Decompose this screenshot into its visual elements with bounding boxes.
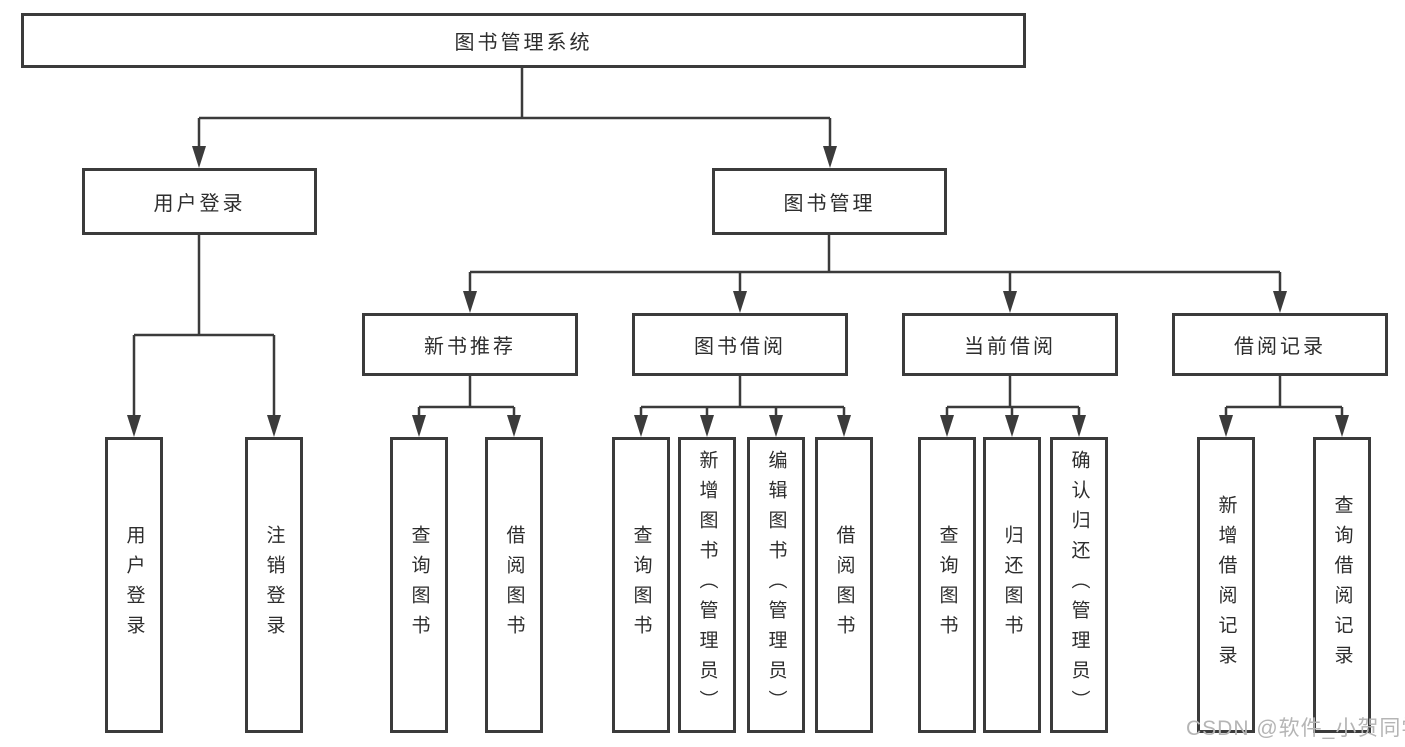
node-borrow-records: 借阅记录 (1172, 313, 1388, 376)
node-label: 确认归还（管理员） (1068, 450, 1090, 720)
node-current-borrowing: 当前借阅 (902, 313, 1118, 376)
node-label: 用户登录 (123, 525, 145, 645)
node-label: 当前借阅 (964, 336, 1056, 358)
node-label: 借阅记录 (1234, 336, 1326, 358)
node-label: 图书管理 (783, 193, 876, 215)
node-book-borrowing: 图书借阅 (632, 313, 848, 376)
leaf-query-borrow-record: 查询借阅记录 (1313, 437, 1371, 733)
node-label: 新书推荐 (424, 336, 516, 358)
leaf-add-book-admin: 新增图书（管理员） (678, 437, 736, 733)
leaf-user-login: 用户登录 (105, 437, 163, 733)
node-label: 新增图书（管理员） (696, 450, 718, 720)
leaf-add-borrow-record: 新增借阅记录 (1197, 437, 1255, 733)
leaf-borrow-books: 借阅图书 (815, 437, 873, 733)
leaf-edit-book-admin: 编辑图书（管理员） (747, 437, 805, 733)
leaf-query-books-borrowing: 查询图书 (612, 437, 670, 733)
node-label: 查询图书 (408, 525, 430, 645)
node-label: 查询图书 (936, 525, 958, 645)
node-label: 查询借阅记录 (1331, 495, 1353, 675)
leaf-return-books: 归还图书 (983, 437, 1041, 733)
node-library-system: 图书管理系统 (21, 13, 1026, 68)
node-user-login: 用户登录 (82, 168, 317, 235)
leaf-confirm-return-admin: 确认归还（管理员） (1050, 437, 1108, 733)
node-label: 编辑图书（管理员） (765, 450, 787, 720)
node-label: 注销登录 (263, 525, 285, 645)
leaf-query-books-current: 查询图书 (918, 437, 976, 733)
node-book-management: 图书管理 (712, 168, 947, 235)
node-label: 新增借阅记录 (1215, 495, 1237, 675)
node-label: 图书借阅 (694, 336, 786, 358)
leaf-query-books-recommend: 查询图书 (390, 437, 448, 733)
csdn-watermark: CSDN @软件_小贺同学 (1186, 717, 1405, 740)
node-label: 借阅图书 (503, 525, 525, 645)
leaf-borrow-books-recommend: 借阅图书 (485, 437, 543, 733)
node-label: 图书管理系统 (454, 32, 593, 54)
node-label: 归还图书 (1001, 525, 1023, 645)
node-label: 借阅图书 (833, 525, 855, 645)
node-label: 用户登录 (153, 193, 246, 215)
leaf-logout: 注销登录 (245, 437, 303, 733)
node-new-book-recommendation: 新书推荐 (362, 313, 578, 376)
node-label: 查询图书 (630, 525, 652, 645)
